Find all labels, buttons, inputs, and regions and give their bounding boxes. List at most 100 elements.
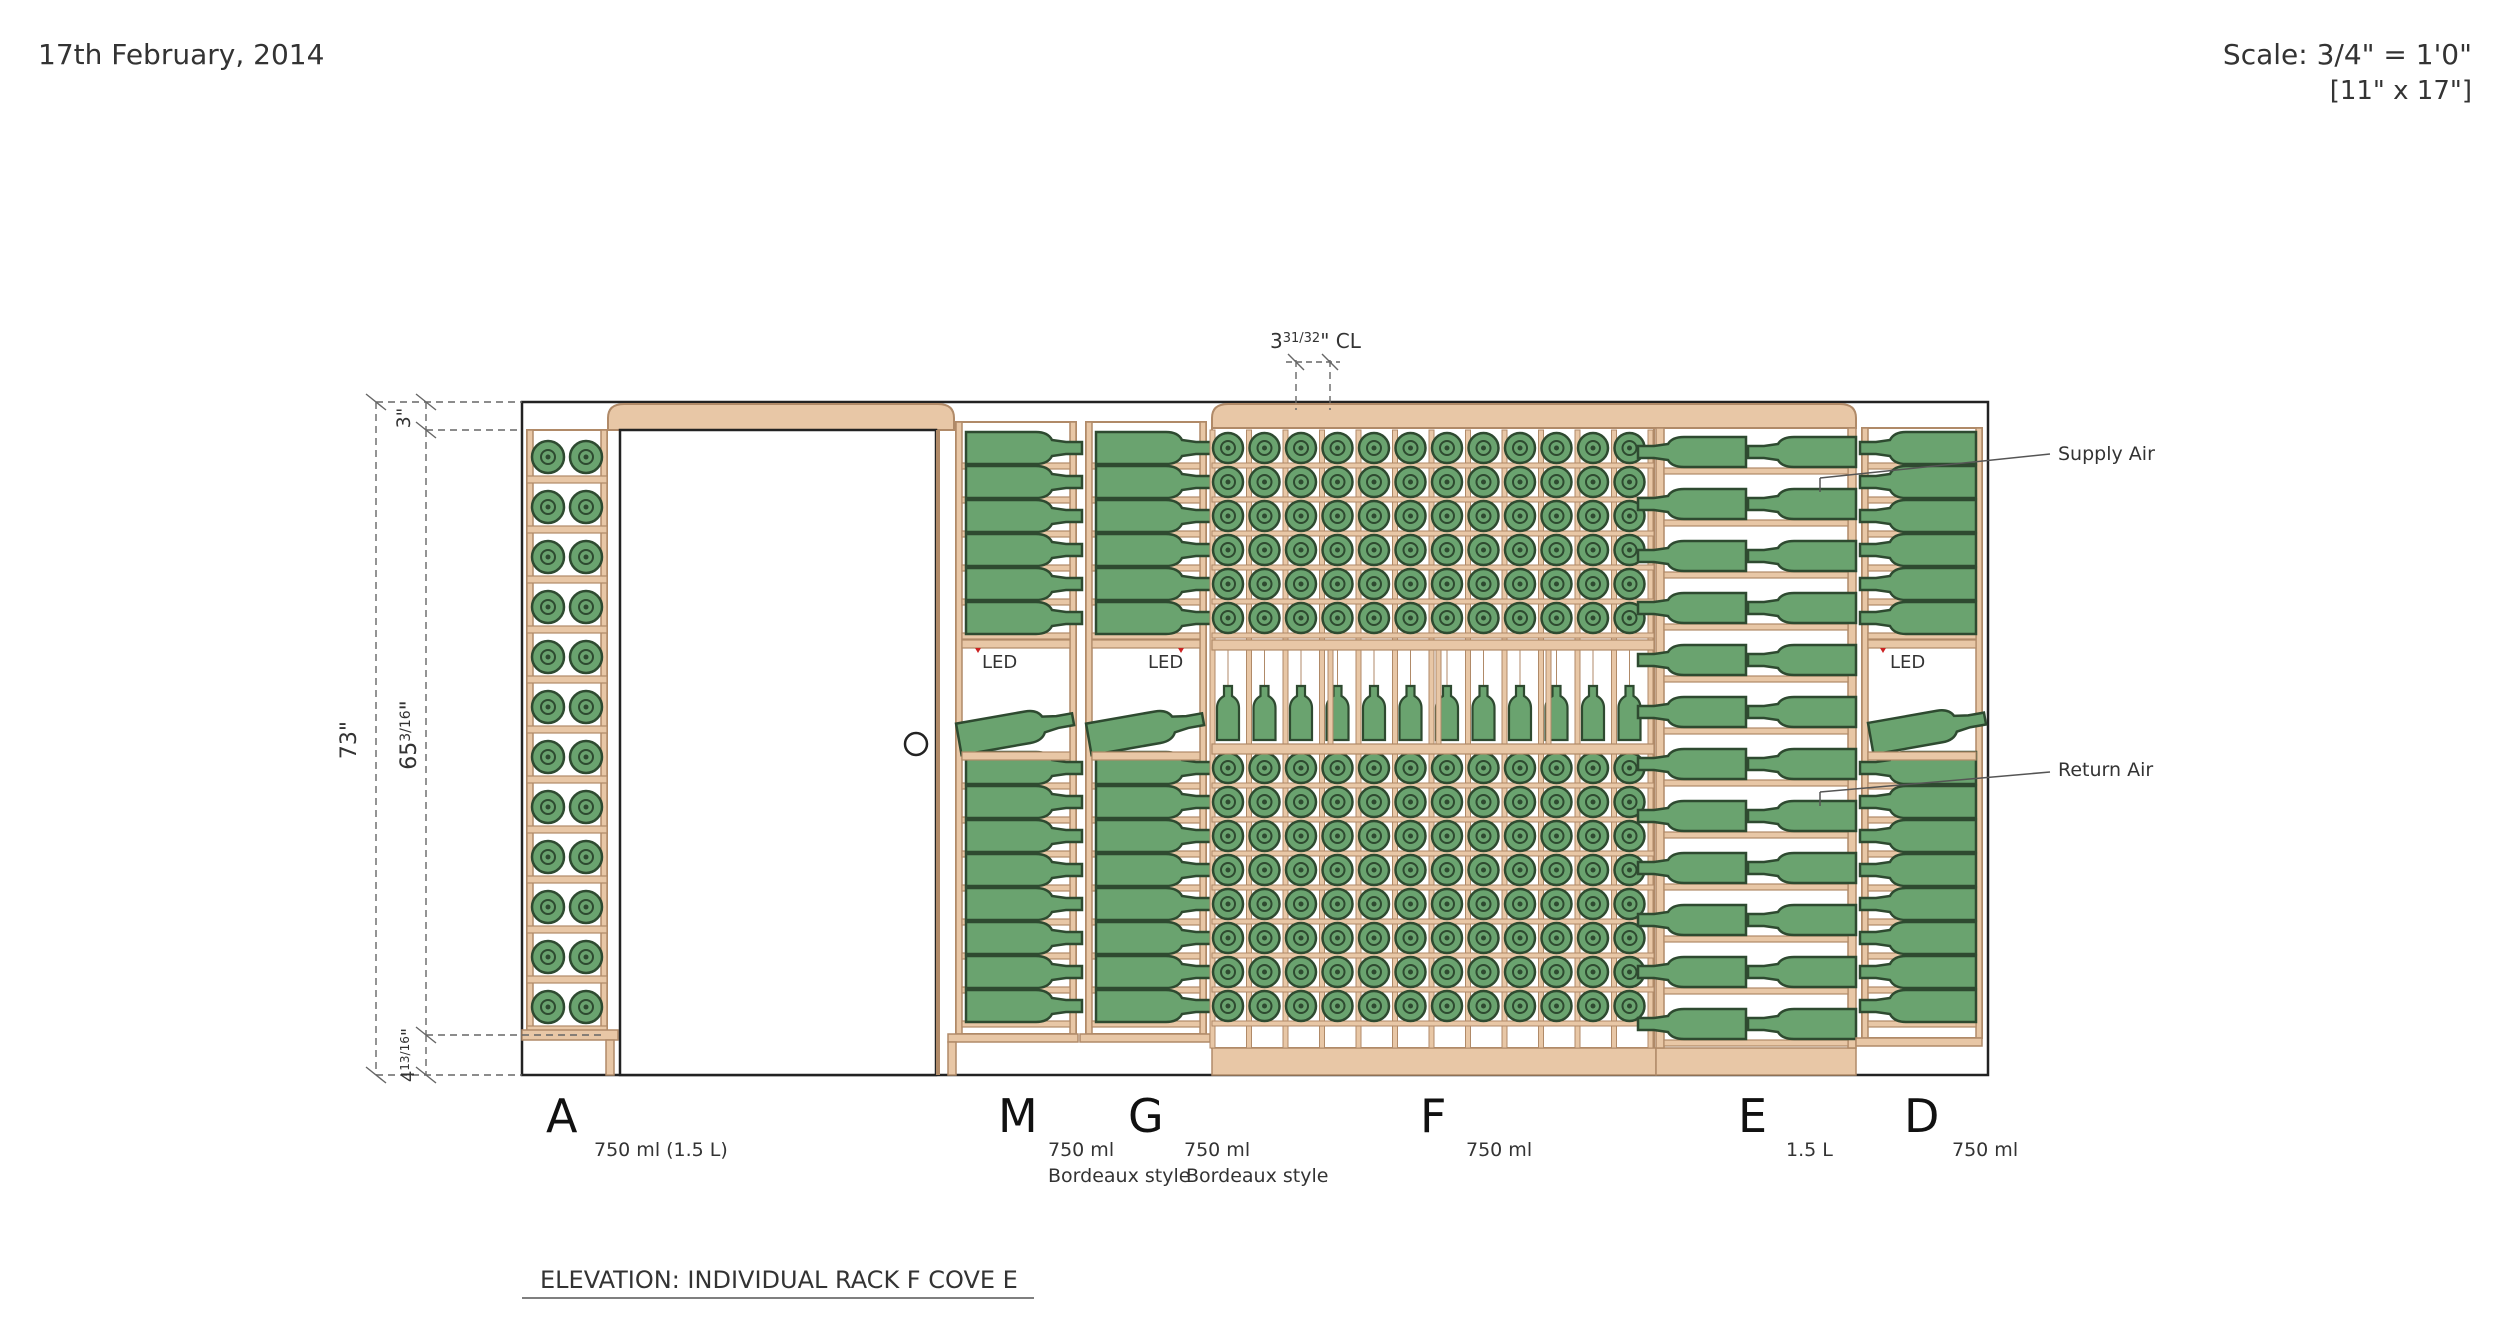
bottle — [568, 789, 604, 825]
bottle — [1357, 887, 1391, 921]
display-bottle — [1866, 701, 1990, 756]
bottle — [1394, 853, 1427, 887]
bottle — [1284, 853, 1318, 887]
bottle — [530, 739, 566, 775]
bottle — [1430, 853, 1464, 887]
bottle — [1394, 751, 1427, 785]
bottle — [1540, 567, 1573, 601]
display-bottle — [954, 702, 1078, 757]
bottle — [1094, 464, 1214, 500]
bottle — [1211, 533, 1245, 567]
bottle — [964, 566, 1084, 602]
bottle — [1540, 751, 1573, 785]
bottle — [1211, 431, 1245, 465]
bottle — [1430, 601, 1464, 635]
bottle — [530, 439, 566, 475]
shelf — [1211, 850, 1655, 857]
post — [1327, 649, 1334, 745]
bottle — [1430, 499, 1464, 533]
shelf — [1663, 519, 1849, 527]
air-pipes — [1819, 453, 2051, 806]
bottle — [568, 889, 604, 925]
bottle — [1858, 566, 1978, 602]
bottle — [530, 639, 566, 675]
shelf — [1663, 883, 1849, 891]
shelf — [1211, 884, 1655, 891]
bottle — [1284, 567, 1318, 601]
bottle — [1858, 464, 1978, 500]
dowel — [1209, 429, 1216, 1049]
bottle — [1094, 600, 1214, 636]
bottle — [1430, 567, 1464, 601]
bottle — [1321, 785, 1354, 819]
shelf — [961, 639, 1071, 649]
bottle — [1248, 785, 1281, 819]
bottle — [1858, 600, 1978, 636]
rack-d — [1855, 427, 1990, 1047]
dowel — [1319, 429, 1325, 1049]
shelf — [1867, 751, 1977, 761]
bottle-pair — [1636, 903, 1858, 937]
bottle — [1576, 955, 1610, 989]
bottle — [1540, 785, 1573, 819]
bottle — [1094, 566, 1214, 602]
shelf — [526, 625, 608, 634]
bottle — [1211, 601, 1245, 635]
return-air-label: Return Air — [2058, 759, 2153, 781]
bottle — [1858, 532, 1978, 568]
dowel — [1355, 429, 1362, 1049]
rack-g — [1079, 421, 1214, 1043]
bottle — [568, 739, 604, 775]
bottle — [1467, 819, 1500, 853]
bottle — [1858, 430, 1978, 466]
bottle — [568, 539, 604, 575]
bottle — [1576, 853, 1610, 887]
bottle — [1394, 785, 1427, 819]
dim-top: 3" — [393, 408, 415, 429]
shelf — [1663, 675, 1849, 683]
bottle — [1467, 431, 1500, 465]
bottle-pair — [1636, 955, 1858, 989]
dim-clear-frac: 3/16 — [398, 710, 414, 742]
bottle — [1394, 567, 1427, 601]
bottle — [1321, 465, 1354, 499]
bottle — [1540, 921, 1573, 955]
bottle — [1503, 499, 1537, 533]
bottle — [1357, 751, 1391, 785]
bottle — [1357, 431, 1391, 465]
bottle — [1430, 955, 1464, 989]
rack-letter-e: E — [1738, 1089, 1767, 1143]
dim-base-whole: 4 — [398, 1071, 419, 1082]
bottle-pair — [1636, 435, 1858, 469]
shelf — [526, 975, 608, 984]
bottle — [1576, 567, 1610, 601]
bottle — [1357, 955, 1391, 989]
shelf — [1211, 530, 1655, 537]
standing-bottle — [1398, 684, 1423, 742]
bottle — [1467, 921, 1500, 955]
bottle-pair — [1636, 851, 1858, 885]
bottle — [1284, 465, 1318, 499]
shelf — [1211, 564, 1655, 571]
bottle — [1211, 989, 1245, 1023]
bottle — [1540, 431, 1573, 465]
standing-bottle — [1471, 684, 1496, 742]
bottle — [1430, 887, 1464, 921]
shelf — [1663, 935, 1849, 943]
bottle — [568, 989, 604, 1025]
bottle — [1503, 955, 1537, 989]
bottle — [1248, 533, 1281, 567]
bottle — [1503, 785, 1537, 819]
shelf — [526, 575, 608, 584]
drawing-scale: Scale: 3/4" = 1'0" — [2222, 38, 2472, 71]
bottle — [1430, 785, 1464, 819]
bottle — [1503, 601, 1537, 635]
dowel — [1647, 429, 1654, 1049]
display-bottle — [1084, 702, 1208, 757]
shelf — [1663, 779, 1849, 787]
dim-base-frac: 13/16 — [398, 1036, 412, 1071]
bottle — [1503, 921, 1537, 955]
bottle — [568, 939, 604, 975]
bottle — [1540, 819, 1573, 853]
bottle — [1357, 819, 1391, 853]
